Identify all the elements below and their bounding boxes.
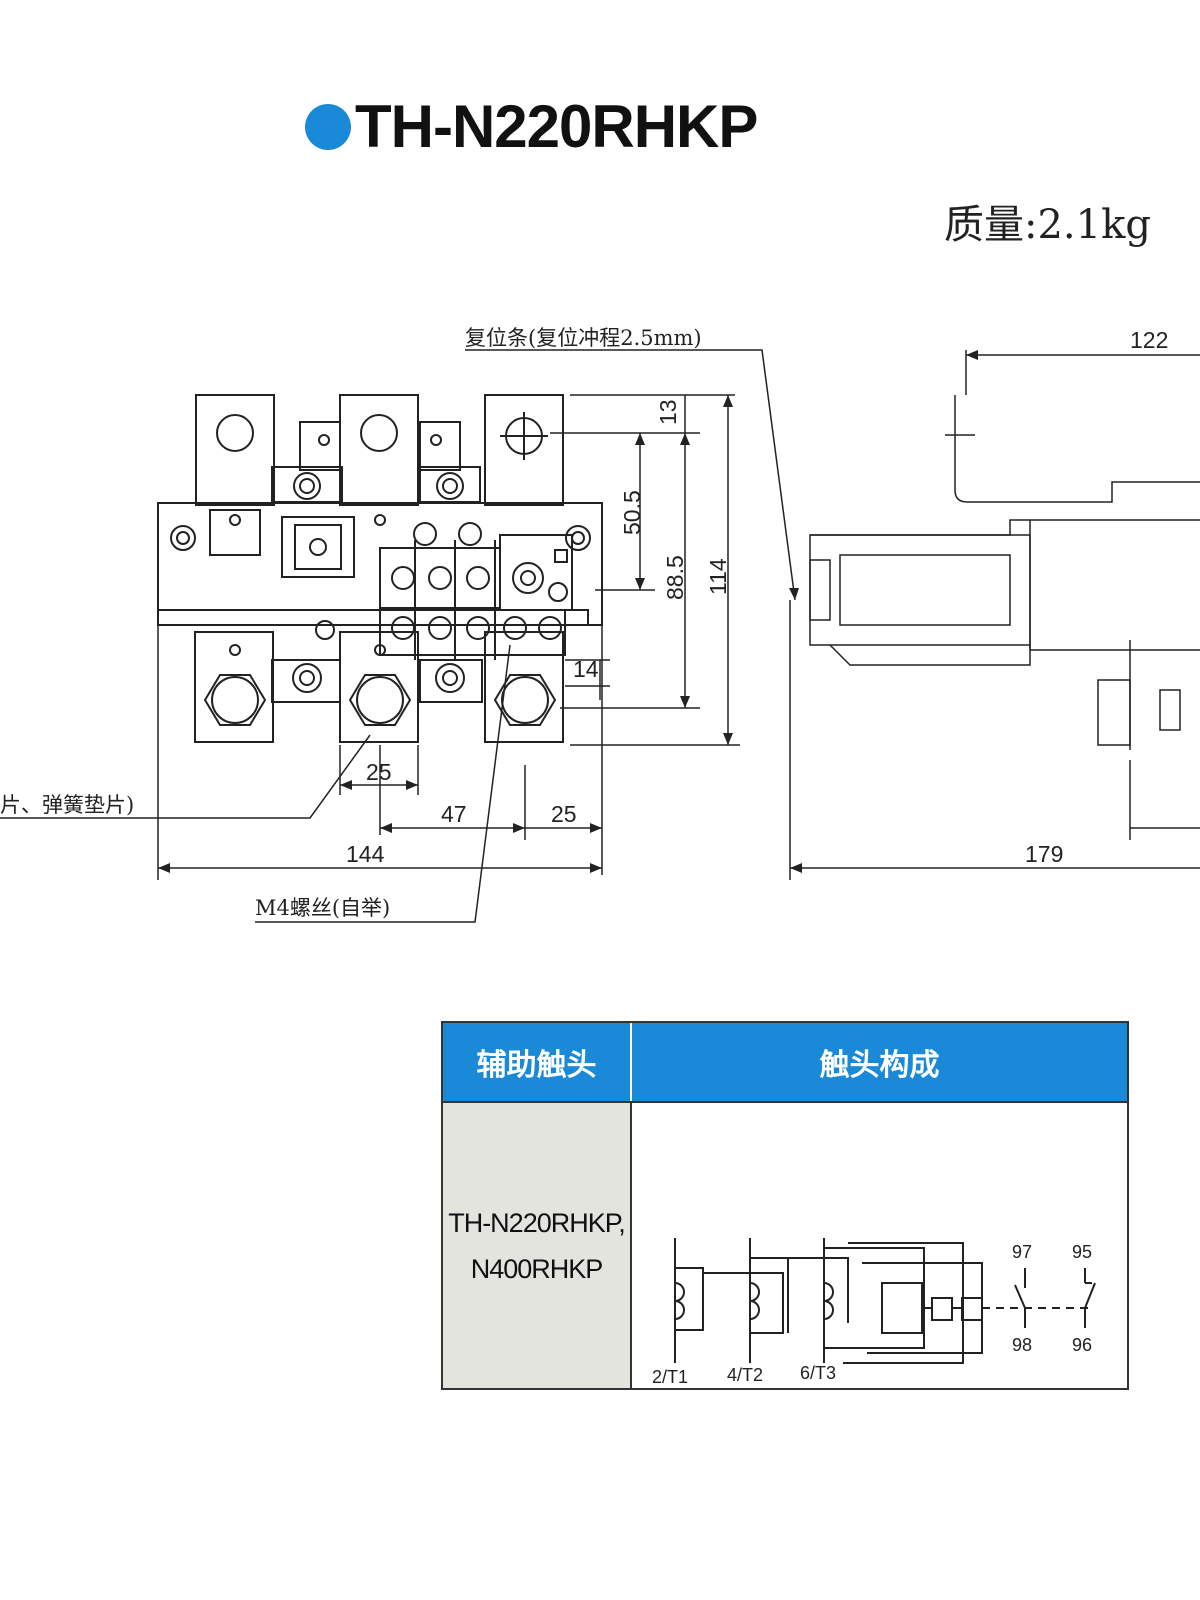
model-line-2: N400RHKP <box>470 1253 604 1284</box>
header-aux-contact: 辅助触头 <box>443 1023 632 1101</box>
model-cell: TH-N220RHKP, N400RHKP <box>443 1103 632 1388</box>
note-screw: M4螺丝(自举) <box>255 896 390 920</box>
weight-label: 质量:2.1kg <box>944 202 1151 248</box>
terminal-98: 98 <box>1012 1335 1032 1355</box>
dim-25a: 25 <box>366 759 392 785</box>
terminal-97: 97 <box>1012 1242 1032 1262</box>
dim-13: 13 <box>655 399 681 425</box>
dim-47: 47 <box>441 801 467 827</box>
note-washer: 片、弹簧垫片) <box>0 793 134 817</box>
table-header: 辅助触头 触头构成 <box>443 1023 1127 1101</box>
table-row: TH-N220RHKP, N400RHKP <box>443 1101 1127 1388</box>
dim-114: 114 <box>705 558 731 595</box>
schematic-cell: 97 95 98 96 2/T1 4/T2 6/T3 <box>632 1103 1127 1388</box>
model-line-1: TH-N220RHKP, <box>448 1207 626 1238</box>
bullet-dot-icon <box>305 103 351 150</box>
terminal-t1: 2/T1 <box>652 1367 688 1387</box>
dim-50-5: 50.5 <box>619 490 645 535</box>
product-title: TH-N220RHKP <box>305 92 758 161</box>
terminal-hole-1 <box>216 414 254 452</box>
dim-25b: 25 <box>551 801 577 827</box>
lower-terminal-3 <box>484 631 564 743</box>
title-text: TH-N220RHKP <box>355 93 758 160</box>
dim-88-5: 88.5 <box>662 555 688 600</box>
dim-179: 179 <box>1025 841 1063 867</box>
terminal-tab-3 <box>484 394 564 506</box>
terminal-95: 95 <box>1072 1242 1092 1262</box>
dim-144: 144 <box>346 841 385 867</box>
contact-table: 辅助触头 触头构成 TH-N220RHKP, N400RHKP <box>441 1021 1129 1390</box>
terminal-t2: 4/T2 <box>727 1365 763 1385</box>
dimension-drawing: 13 50.5 88.5 114 14 25 47 25 144 122 179… <box>0 326 1200 923</box>
terminal-96: 96 <box>1072 1335 1092 1355</box>
terminal-tab-1 <box>195 394 275 506</box>
header-contact-config: 触头构成 <box>819 1048 940 1083</box>
note-reset-bar: 复位条(复位冲程2.5mm) <box>465 326 702 350</box>
dim-14: 14 <box>573 656 599 682</box>
dim-122: 122 <box>1130 327 1168 353</box>
terminal-t3: 6/T3 <box>800 1363 836 1383</box>
terminal-hole-2 <box>360 414 398 452</box>
contact-schematic: 97 95 98 96 2/T1 4/T2 6/T3 <box>652 1238 1096 1387</box>
